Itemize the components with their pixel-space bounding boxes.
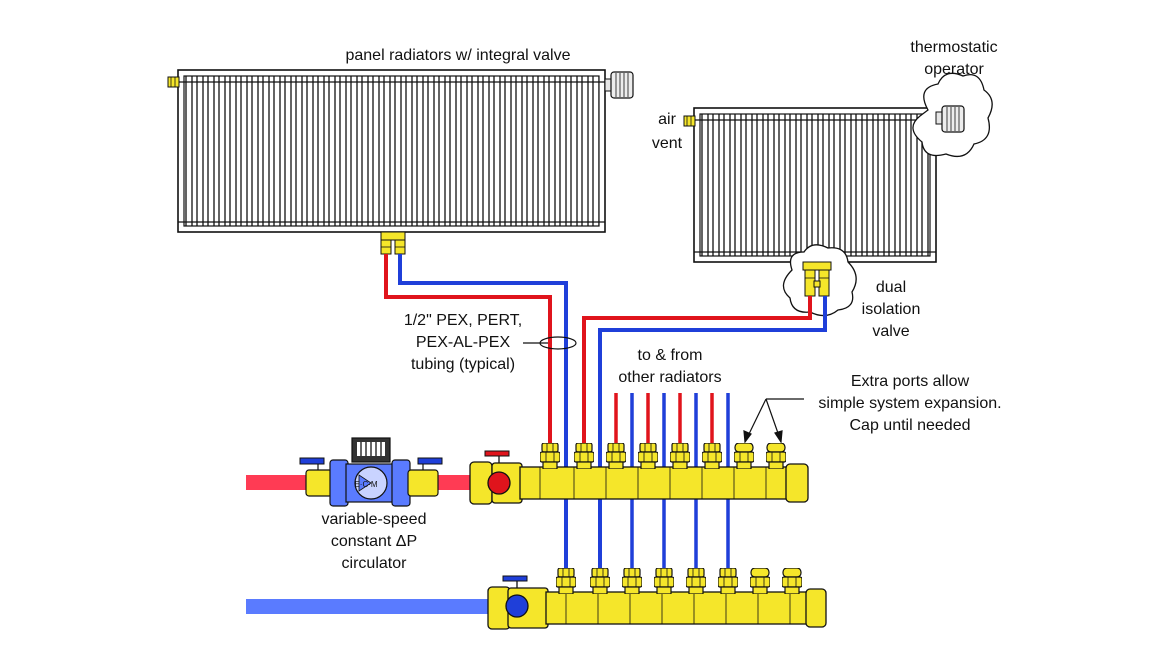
label-vent: vent xyxy=(652,135,683,152)
label-variable-speed: variable-speed xyxy=(322,511,427,528)
supply-ball-valve[interactable] xyxy=(484,450,511,495)
air-vent-left-radiator xyxy=(167,76,180,88)
label-panel-radiators: panel radiators w/ integral valve xyxy=(345,47,570,64)
expansion-callout-arrows xyxy=(743,398,804,444)
thermostatic-head-left xyxy=(604,71,634,99)
label-isolation: isolation xyxy=(862,301,921,318)
label-expansion: simple system expansion. xyxy=(818,395,1001,412)
label-tubing-line1: 1/2" PEX, PERT, xyxy=(404,312,522,329)
label-tubing-line3: tubing (typical) xyxy=(411,356,515,373)
thermostatic-operator-icon xyxy=(935,105,965,133)
label-extra-ports: Extra ports allow xyxy=(851,373,970,390)
ecm-badge: E·C·M xyxy=(354,480,377,489)
label-dual: dual xyxy=(876,279,906,296)
label-valve: valve xyxy=(872,323,909,340)
panel-radiator-large xyxy=(177,69,606,233)
main-return-pipe xyxy=(246,599,494,614)
tubing-callout xyxy=(523,336,577,350)
label-air: air xyxy=(658,111,676,128)
panel-radiator-small xyxy=(693,107,937,263)
tubing-radiator-large xyxy=(384,254,568,572)
label-constant-dp: constant ΔP xyxy=(331,533,417,550)
return-manifold xyxy=(487,586,827,630)
label-other-radiators: other radiators xyxy=(618,369,721,386)
label-thermostatic: thermostatic xyxy=(910,39,997,56)
air-vent-icon xyxy=(683,115,696,127)
circulator-assembly xyxy=(299,437,443,507)
supply-manifold xyxy=(469,461,809,505)
label-operator: operator xyxy=(924,61,984,78)
tubing-radiator-small xyxy=(582,296,827,572)
label-circulator: circulator xyxy=(342,555,408,572)
label-cap: Cap until needed xyxy=(850,417,971,434)
integral-valve-connection xyxy=(380,231,406,255)
return-manifold-ports xyxy=(556,568,802,594)
labels: panel radiators w/ integral valve thermo… xyxy=(322,39,1002,572)
label-tubing-line2: PEX-AL-PEX xyxy=(416,334,511,351)
label-to-from: to & from xyxy=(638,347,703,364)
return-ball-valve[interactable] xyxy=(502,575,529,618)
